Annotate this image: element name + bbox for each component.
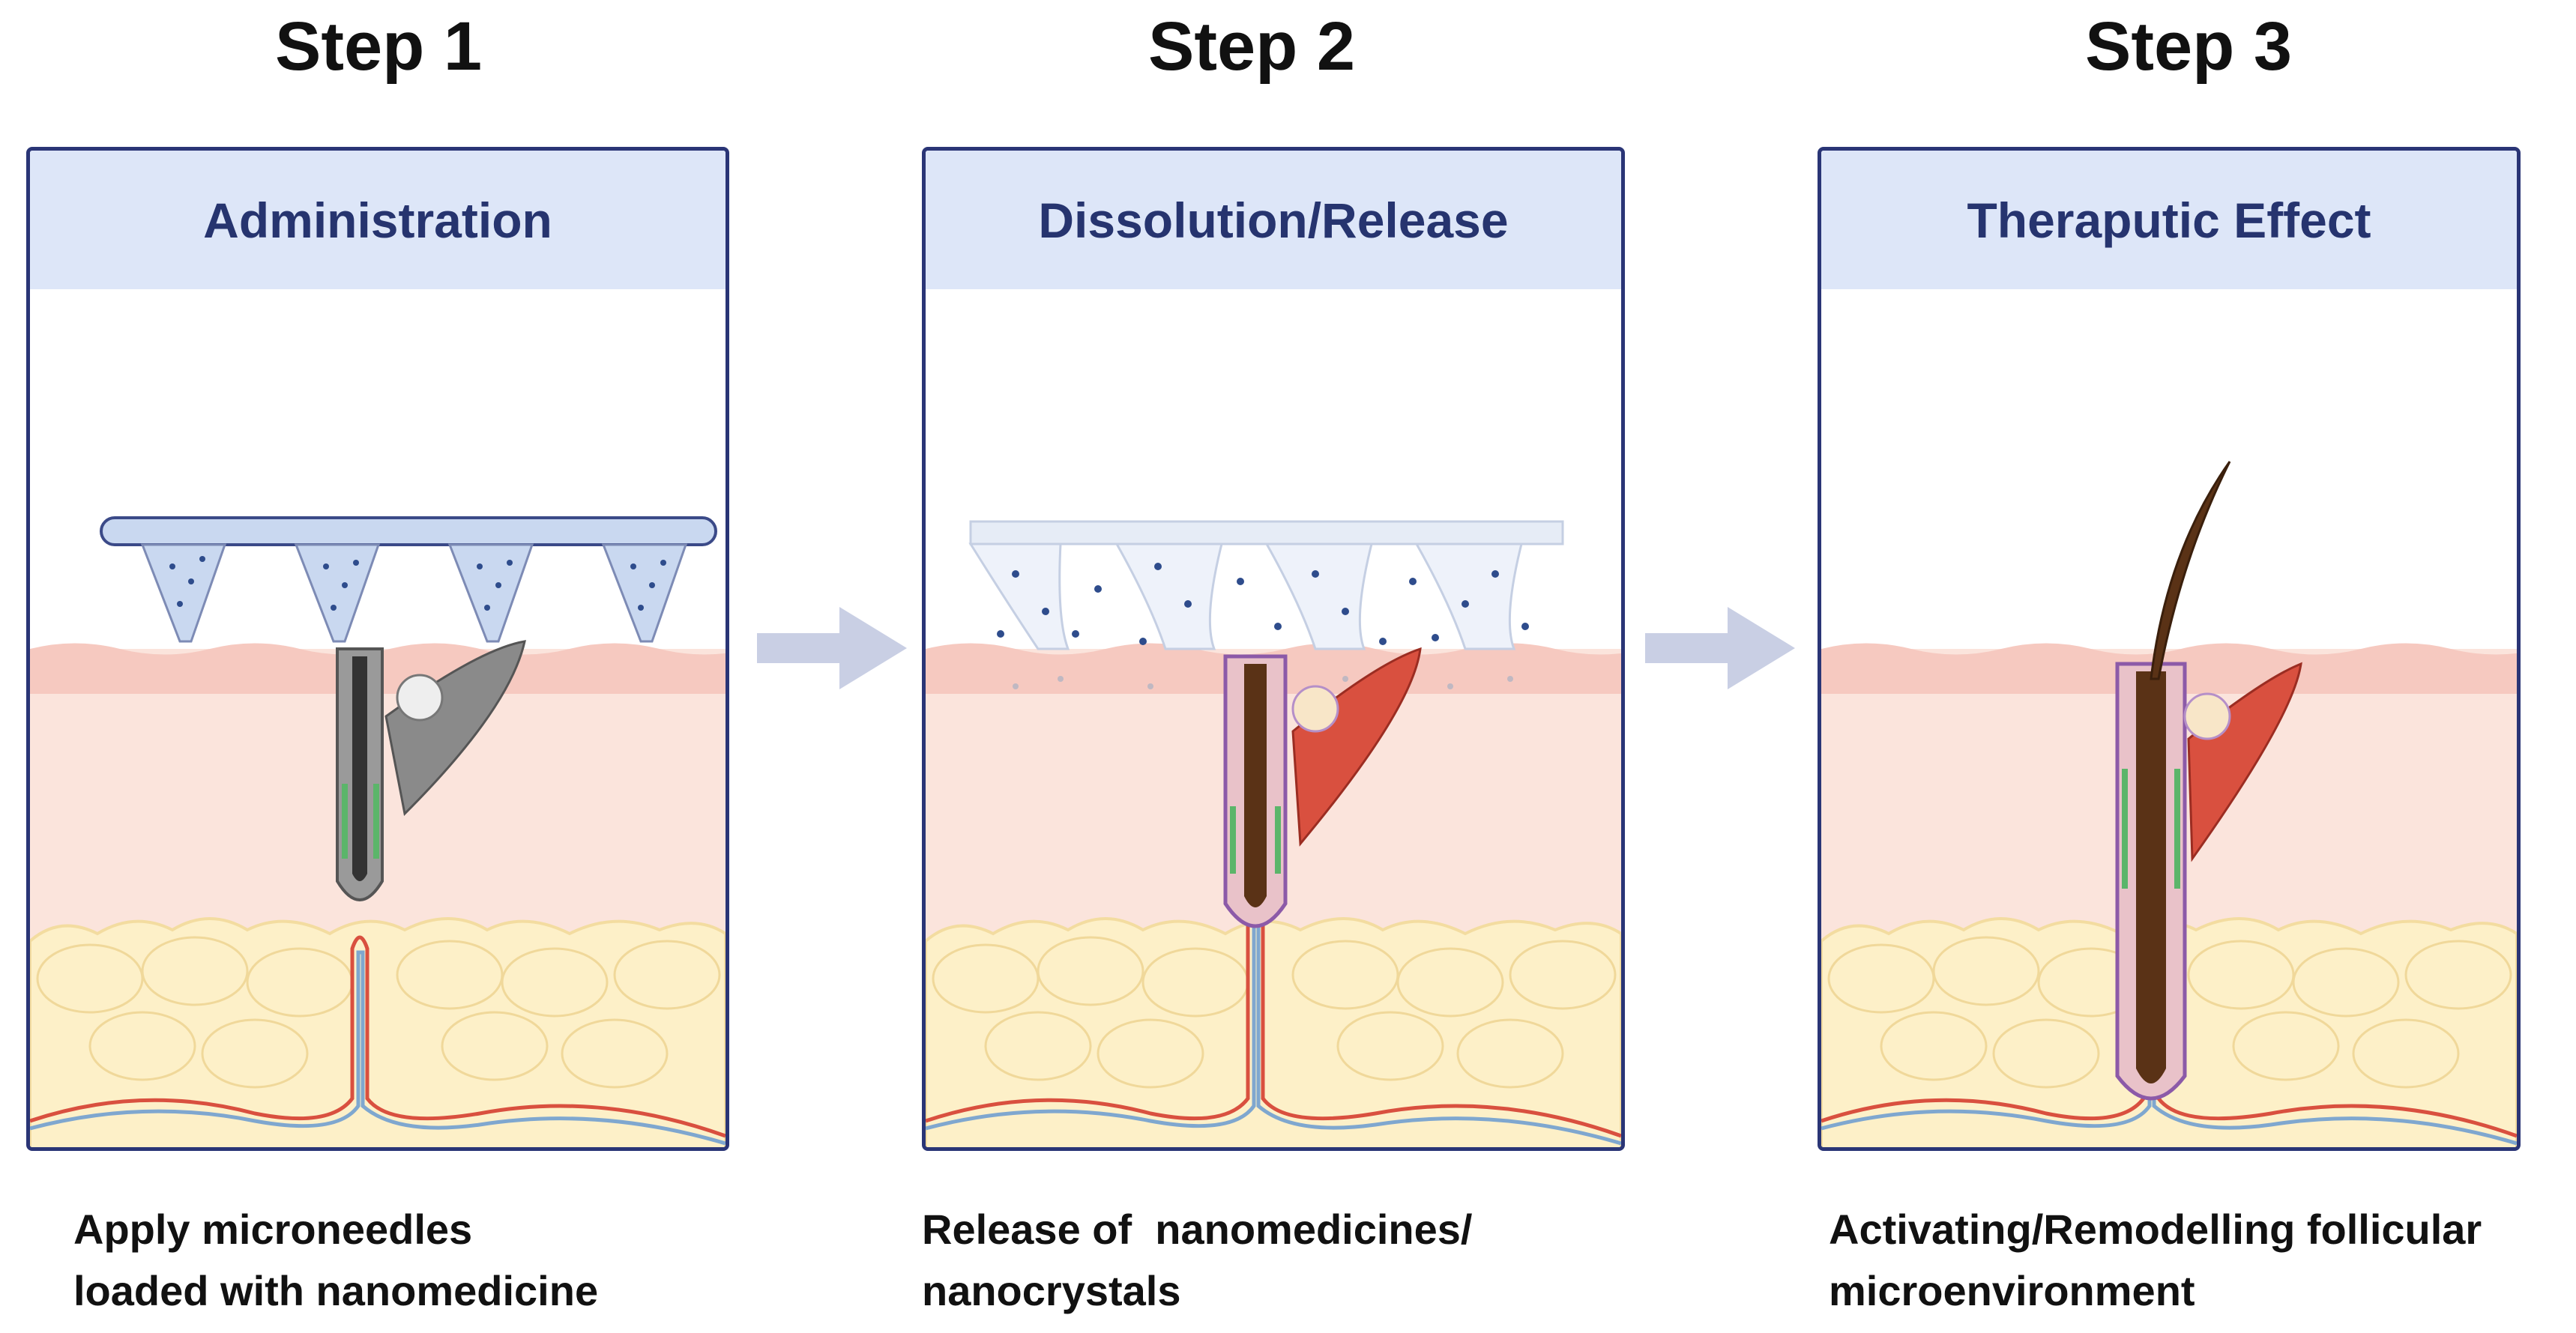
- artery: [30, 935, 726, 1138]
- arrector-muscle-inactive: [384, 640, 526, 817]
- released-nanoparticles: [997, 563, 1529, 645]
- caption-step-1-line-2: loaded with nanomedicine: [73, 1267, 599, 1314]
- caption-step-2: Release of nanomedicines/ nanocrystals: [922, 1199, 1472, 1322]
- arrow-step-2-to-3: [1645, 607, 1795, 689]
- nanoparticles-loaded: [169, 556, 666, 611]
- panel-header-administration: Administration: [30, 151, 726, 289]
- panel-header-therapeutic-effect: Theraputic Effect: [1821, 151, 2517, 289]
- stem-cells: [342, 784, 379, 859]
- step-1-title: Step 1: [274, 8, 483, 85]
- caption-step-2-line-1: Release of nanomedicines/: [922, 1206, 1473, 1253]
- caption-step-3-line-1: Activating/Remodelling follicular: [1829, 1206, 2482, 1253]
- caption-step-1-line-1: Apply microneedles: [73, 1206, 473, 1253]
- arrector-muscle: [1291, 647, 1422, 847]
- microneedles: [140, 543, 688, 643]
- arrector-muscle-active: [2187, 662, 2302, 862]
- caption-step-3-line-2: microenvironment: [1829, 1267, 2195, 1314]
- skin-scene-administration: [30, 516, 726, 1147]
- grown-hair-shaft: [2150, 461, 2231, 680]
- caption-step-3: Activating/Remodelling follicular microe…: [1829, 1199, 2482, 1322]
- skin-scene-dissolution: [926, 520, 1621, 1147]
- step-2-title: Step 2: [1147, 8, 1356, 85]
- arrow-step-1-to-2: [757, 607, 907, 689]
- caption-step-2-line-2: nanocrystals: [922, 1267, 1181, 1314]
- fat-layer: [30, 917, 726, 1147]
- panel-dissolution-release: Dissolution/Release: [922, 147, 1625, 1151]
- fat-cells: [36, 936, 721, 1089]
- dormant-hair-shaft: [352, 656, 367, 881]
- step-3-title: Step 3: [2084, 8, 2293, 85]
- microneedle-backing: [100, 516, 717, 546]
- vein: [30, 950, 726, 1146]
- growing-hair-shaft: [1244, 664, 1267, 907]
- skin-nanoparticles: [1013, 676, 1513, 689]
- dissolving-microneedles: [968, 542, 1523, 650]
- panel-header-dissolution-release: Dissolution/Release: [926, 151, 1621, 289]
- panel-administration: Administration: [26, 147, 729, 1151]
- caption-step-1: Apply microneedles loaded with nanomedic…: [73, 1199, 598, 1322]
- dissolving-backing: [969, 520, 1564, 545]
- grown-hair-bulb: [2136, 671, 2166, 1083]
- panel-therapeutic-effect: Theraputic Effect: [1818, 147, 2521, 1151]
- skin-scene-therapeutic: [1821, 461, 2517, 1147]
- sebaceous-gland: [396, 674, 444, 722]
